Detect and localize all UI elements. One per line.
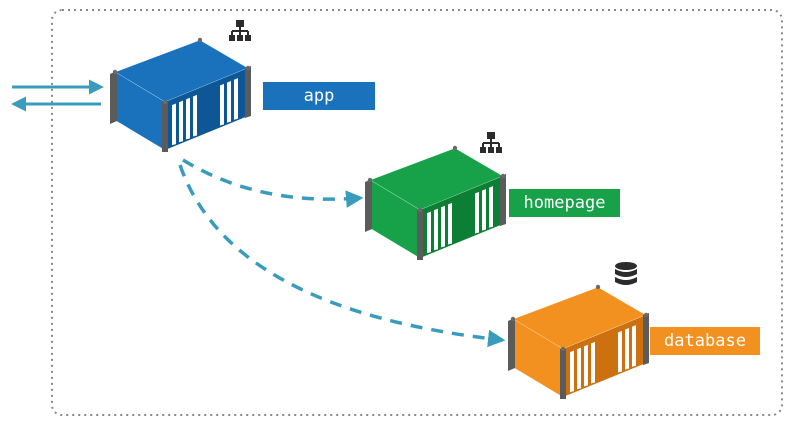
container-door-stripe	[482, 189, 486, 231]
container-corner	[162, 99, 168, 105]
container-corner	[510, 316, 516, 322]
container-door-stripe	[220, 83, 224, 126]
container-door-stripe	[625, 328, 629, 370]
container-corner	[500, 173, 506, 179]
container-corner	[367, 177, 373, 183]
container-door-stripe	[427, 211, 431, 254]
container-door-stripe	[577, 347, 581, 390]
container-door-stripe	[186, 97, 190, 140]
container-side	[115, 72, 165, 150]
container-door-stripe	[193, 94, 197, 137]
homepage-container	[365, 145, 506, 260]
database-label: database	[650, 327, 760, 355]
container-door-stripe	[234, 78, 238, 120]
container-frame	[643, 313, 649, 365]
container-door-stripe	[179, 100, 183, 143]
container-frame	[560, 349, 566, 399]
container-corner	[245, 65, 251, 71]
connection-app-database	[178, 164, 506, 348]
container-frame	[508, 318, 515, 371]
container-door-stripe	[570, 350, 574, 393]
container-corner	[643, 312, 649, 318]
network-hierarchy-icon	[480, 132, 502, 153]
container-corner	[417, 207, 423, 213]
connection-app-homepage	[182, 158, 364, 208]
container-door-stripe	[172, 103, 176, 146]
network-hierarchy-icon	[229, 20, 251, 41]
network-boundary	[51, 9, 783, 416]
container-frame	[162, 102, 168, 152]
external-traffic-arrows	[10, 79, 104, 112]
container-door-stripe	[618, 330, 622, 373]
container-frame	[245, 66, 251, 118]
container-door-stripe	[448, 202, 452, 245]
container-corner	[112, 69, 118, 75]
app-container	[110, 37, 251, 152]
container-corner	[197, 37, 203, 43]
database-icon	[615, 262, 637, 285]
container-frame	[110, 71, 117, 124]
container-frame	[365, 179, 372, 232]
homepage-label: homepage	[509, 189, 620, 217]
database-container	[508, 284, 649, 399]
container-door-stripe	[489, 186, 493, 228]
container-corner	[560, 346, 566, 352]
container-door-stripe	[632, 325, 636, 367]
container-corner	[595, 284, 601, 290]
container-door-stripe	[441, 205, 445, 248]
container-frame	[500, 174, 506, 226]
container-side	[370, 180, 420, 258]
container-corner	[452, 145, 458, 151]
container-door-stripe	[434, 208, 438, 251]
app-label: app	[263, 82, 375, 110]
container-door-stripe	[591, 341, 595, 384]
container-frame	[417, 210, 423, 260]
container-door-stripe	[475, 191, 479, 234]
container-door-stripe	[584, 344, 588, 387]
container-door-stripe	[227, 81, 231, 123]
container-side	[513, 319, 563, 397]
